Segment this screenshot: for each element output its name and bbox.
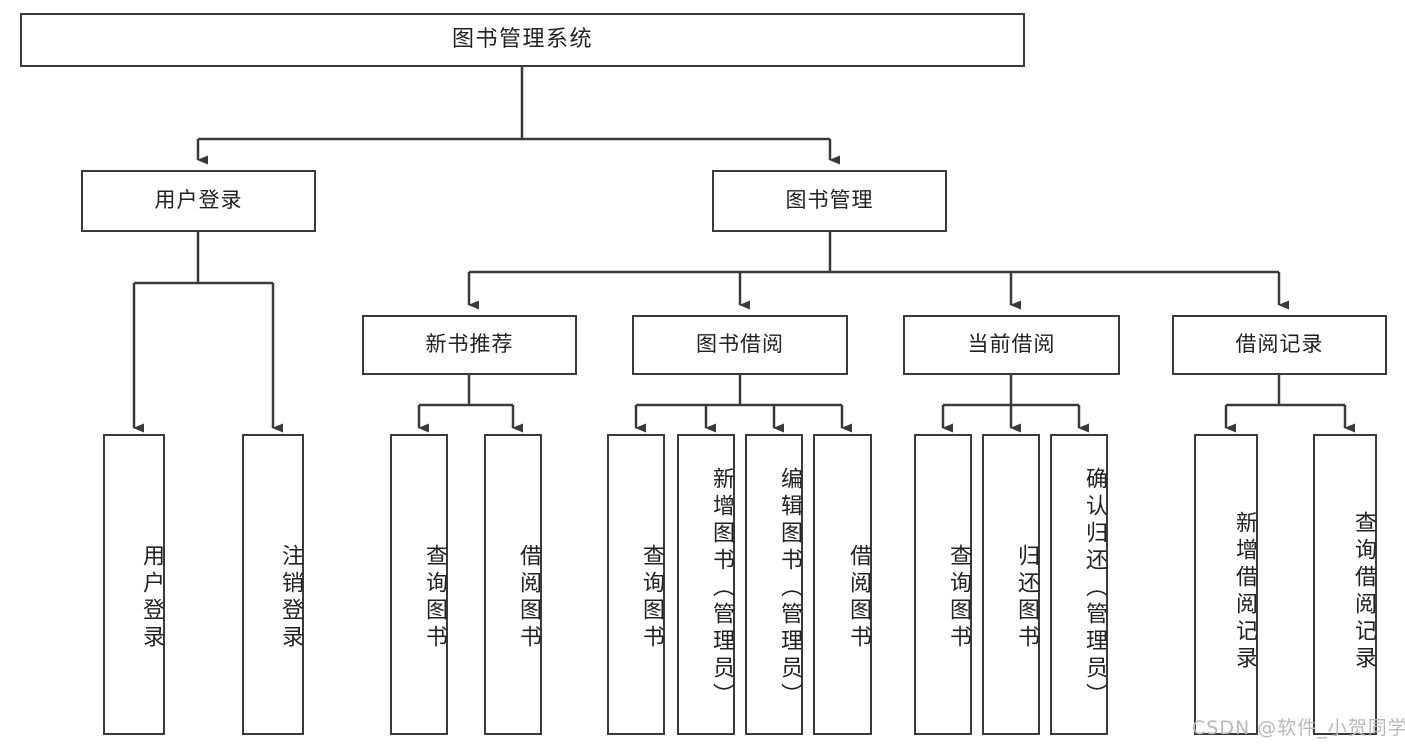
node-current-borrow[interactable]: 当前借阅: [903, 315, 1120, 375]
node-borrow-record[interactable]: 借阅记录: [1172, 315, 1387, 375]
leaf-user-login-label: 用户登录: [139, 543, 164, 652]
leaf-add-borrow-record[interactable]: 新增借阅记录: [1194, 434, 1258, 735]
leaf-borrow-book-2-label: 借阅图书: [846, 543, 871, 652]
node-book-manage[interactable]: 图书管理: [712, 170, 947, 232]
leaf-query-borrow-record-label: 查询借阅记录: [1351, 510, 1376, 673]
leaf-user-login[interactable]: 用户登录: [103, 434, 165, 735]
leaf-borrow-book-1[interactable]: 借阅图书: [484, 434, 542, 735]
leaf-logout-login-label: 注销登录: [278, 543, 303, 652]
leaf-query-book-1[interactable]: 查询图书: [390, 434, 448, 735]
leaf-logout-login[interactable]: 注销登录: [242, 434, 304, 735]
node-root-label: 图书管理系统: [451, 26, 593, 52]
leaf-query-book-1-label: 查询图书: [422, 543, 447, 652]
node-book-manage-label: 图书管理: [785, 188, 874, 213]
node-book-borrow-label: 图书借阅: [696, 332, 784, 357]
leaf-add-borrow-record-label: 新增借阅记录: [1232, 510, 1257, 673]
node-user-login-label: 用户登录: [154, 188, 243, 213]
node-new-book-recommend[interactable]: 新书推荐: [362, 315, 577, 375]
leaf-query-book-3-label: 查询图书: [946, 543, 971, 652]
leaf-query-book-2[interactable]: 查询图书: [607, 434, 665, 735]
leaf-return-book[interactable]: 归还图书: [982, 434, 1040, 735]
watermark: CSDN @软件_小贺同学: [1192, 717, 1405, 739]
leaf-query-book-3[interactable]: 查询图书: [914, 434, 972, 735]
leaf-confirm-return-admin-label: 确认归还（管理员）: [1082, 467, 1107, 710]
node-borrow-record-label: 借阅记录: [1235, 332, 1324, 357]
leaf-edit-book-admin[interactable]: 编辑图书（管理员）: [745, 434, 803, 735]
leaf-query-book-2-label: 查询图书: [639, 543, 664, 652]
leaf-borrow-book-1-label: 借阅图书: [516, 543, 541, 652]
node-user-login[interactable]: 用户登录: [81, 170, 316, 232]
leaf-return-book-label: 归还图书: [1014, 543, 1039, 652]
node-current-borrow-label: 当前借阅: [967, 332, 1056, 357]
leaf-add-book-admin[interactable]: 新增图书（管理员）: [677, 434, 735, 735]
node-book-borrow[interactable]: 图书借阅: [632, 315, 848, 375]
node-new-book-recommend-label: 新书推荐: [425, 332, 514, 357]
leaf-borrow-book-2[interactable]: 借阅图书: [813, 434, 872, 735]
leaf-add-book-admin-label: 新增图书（管理员）: [709, 467, 734, 710]
leaf-query-borrow-record[interactable]: 查询借阅记录: [1313, 434, 1377, 735]
node-root[interactable]: 图书管理系统: [20, 13, 1025, 67]
leaf-confirm-return-admin[interactable]: 确认归还（管理员）: [1050, 434, 1108, 735]
leaf-edit-book-admin-label: 编辑图书（管理员）: [777, 467, 802, 710]
